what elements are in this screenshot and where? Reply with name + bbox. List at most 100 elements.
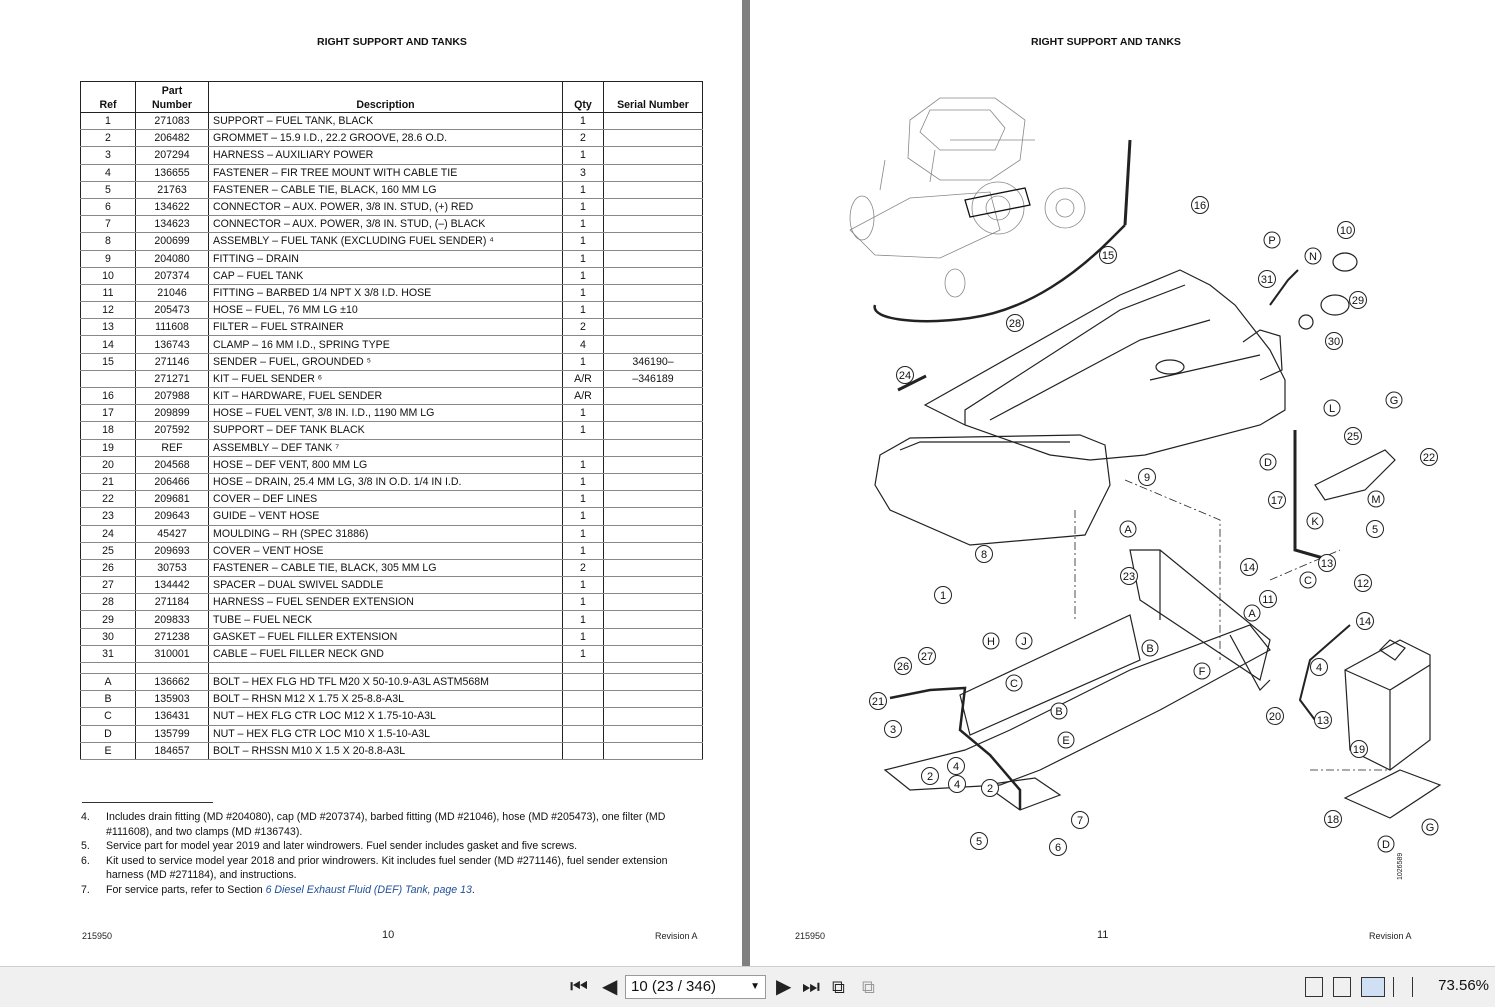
cell-qty: 1 [562, 576, 604, 595]
cell-qty: 1 [562, 301, 604, 320]
callout-label: M [1371, 494, 1380, 506]
cell-part-number: 136743 [135, 335, 209, 354]
cell-description: ASSEMBLY – FUEL TANK (EXCLUDING FUEL SEN… [208, 232, 563, 251]
callout-circle [1049, 838, 1067, 856]
cell-serial [603, 707, 703, 726]
callout-circle [1266, 707, 1284, 725]
callout-label: B [1146, 643, 1153, 655]
callout-label: 9 [1144, 472, 1150, 484]
callout-label: G [1390, 395, 1399, 407]
cell-part-number: 204080 [135, 250, 209, 268]
cell-qty: 3 [562, 164, 604, 182]
callout-G: G [1421, 818, 1439, 836]
callout-F: F [1193, 662, 1211, 680]
cell-serial [603, 335, 703, 354]
cell-description: HOSE – DRAIN, 25.4 MM LG, 3/8 IN O.D. 1/… [208, 473, 563, 492]
callout-circle [1318, 554, 1336, 572]
cell-ref: E [80, 742, 136, 760]
callout-29: 29 [1349, 291, 1367, 309]
page-number: 10 [382, 929, 395, 941]
prev-page-icon[interactable]: ◀ [602, 976, 618, 998]
callout-circle [1304, 247, 1322, 265]
callout-circle [1259, 453, 1277, 471]
callout-circle [1367, 490, 1385, 508]
back-view-icon[interactable]: ⧉ [832, 977, 845, 997]
moulding [874, 374, 1111, 546]
callout-label: 27 [921, 651, 933, 663]
callout-10: 10 [1337, 221, 1355, 239]
last-page-icon[interactable]: ⏭ [802, 976, 820, 998]
cell-qty: 1 [562, 232, 604, 251]
callout-26: 26 [894, 657, 912, 675]
callout-circle [1263, 231, 1281, 249]
callout-18: 18 [1324, 810, 1342, 828]
callout-label: 29 [1352, 295, 1364, 307]
callout-label: 24 [899, 370, 911, 382]
callout-P: P [1263, 231, 1281, 249]
cell-serial [603, 473, 703, 492]
callout-label: 2 [987, 783, 993, 795]
callout-label: 12 [1357, 578, 1369, 590]
callout-H: H [982, 632, 1000, 650]
cell-description: GROMMET – 15.9 I.D., 22.2 GROOVE, 28.6 O… [208, 129, 563, 148]
cell-description: FILTER – FUEL STRAINER [208, 318, 563, 337]
callout-circle [1354, 574, 1372, 592]
callout-label: 8 [981, 549, 987, 561]
callout-4: 4 [1310, 658, 1328, 676]
cell-serial [603, 456, 703, 474]
callout-label: 5 [976, 836, 982, 848]
cell-part-number: 184657 [135, 742, 209, 760]
next-page-icon[interactable]: ▶ [776, 976, 792, 998]
continuous-facing-view-icon[interactable] [1393, 977, 1413, 997]
footnote: 7.For service parts, refer to Section 6 … [81, 883, 701, 898]
callout-A: A [1119, 520, 1137, 538]
cell-part-number: 209899 [135, 404, 209, 423]
cell-qty: 1 [562, 610, 604, 629]
callout-circle [1268, 491, 1286, 509]
page-indicator: 10 (23 / 346) [631, 978, 717, 995]
page-number: 11 [1097, 929, 1109, 941]
cell-qty: 1 [562, 542, 604, 560]
callout-label: 4 [1316, 662, 1322, 674]
page-selector[interactable]: 10 (23 / 346) ▼ [625, 975, 766, 999]
cell-ref: 18 [80, 421, 136, 440]
fuel-neck [1320, 294, 1350, 316]
fuel-vent-hose [1293, 430, 1331, 562]
facing-view-icon[interactable] [1361, 977, 1385, 997]
footnote: 5.Service part for model year 2019 and l… [81, 839, 701, 854]
cell-qty: 1 [562, 198, 604, 217]
cell-ref: 25 [80, 542, 136, 560]
def-tank-support [1343, 769, 1442, 819]
fuel-sender [1123, 139, 1132, 226]
cell-serial [603, 164, 703, 182]
cell-serial [603, 525, 703, 543]
forward-view-icon[interactable]: ⧉ [862, 977, 875, 997]
callout-label: J [1021, 636, 1027, 648]
single-page-view-icon[interactable] [1305, 977, 1323, 997]
cell-serial [603, 284, 703, 303]
footnote-text: Includes drain fitting (MD #204080), cap… [106, 811, 666, 838]
doc-number: 215950 [795, 931, 826, 941]
zoom-level[interactable]: 73.56% [1438, 977, 1489, 994]
callout-circle [1243, 604, 1261, 622]
callout-15: 15 [1099, 246, 1117, 264]
callout-16: 16 [1191, 196, 1209, 214]
callout-circle [1324, 810, 1342, 828]
first-page-icon[interactable]: ⏮ [570, 976, 588, 998]
callout-J: J [1015, 632, 1033, 650]
cell-ref: 13 [80, 318, 136, 337]
section-link[interactable]: 6 Diesel Exhaust Fluid (DEF) Tank, page … [265, 883, 472, 896]
continuous-view-icon[interactable] [1333, 977, 1351, 997]
cell-ref: 30 [80, 628, 136, 646]
cell-part-number: 200699 [135, 232, 209, 251]
callout-circle [947, 757, 965, 775]
callout-5: 5 [970, 832, 988, 850]
